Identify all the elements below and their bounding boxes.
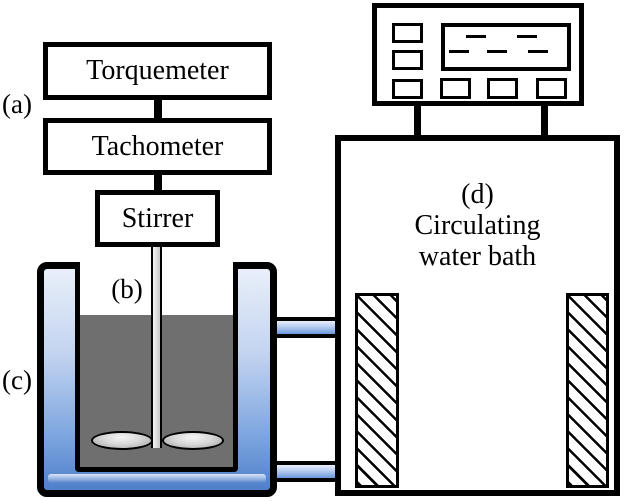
label-c: (c) (2, 365, 32, 395)
jacket-water-highlight (48, 474, 266, 483)
heating-element-left-icon (355, 293, 399, 488)
water-bath-name-line2: water bath (418, 241, 537, 272)
tachometer-label: Tachometer (91, 130, 224, 162)
circulation-pipe-top (273, 317, 340, 338)
label-d: (d) (461, 179, 494, 210)
controller-display (441, 23, 571, 71)
controller-button[interactable] (392, 50, 423, 70)
stirrer-box: Stirrer (95, 190, 220, 247)
controller-button[interactable] (392, 23, 423, 43)
controller-button[interactable] (440, 78, 471, 99)
connector-torquemeter-tachometer (154, 98, 162, 120)
circulation-pipe-bottom (273, 461, 340, 482)
controller-button[interactable] (392, 79, 423, 99)
impeller-blade-right-icon (162, 431, 224, 450)
tachometer-box: Tachometer (43, 118, 272, 175)
impeller-blade-left-icon (91, 431, 153, 450)
controller-leg-right (541, 106, 548, 137)
heating-element-right-icon (566, 293, 609, 488)
display-dash (528, 50, 548, 53)
stirrer-shaft (151, 245, 162, 448)
controller-leg-left (414, 106, 421, 137)
water-bath-caption: (d) Circulating water bath (341, 179, 614, 272)
display-dash (449, 50, 469, 53)
stirrer-label: Stirrer (121, 202, 194, 234)
label-b: (b) (111, 274, 143, 304)
torquemeter-box: Torquemeter (43, 42, 272, 100)
circulating-water-bath: (d) Circulating water bath (335, 135, 620, 496)
water-bath-name-line1: Circulating (414, 210, 541, 241)
torquemeter-label: Torquemeter (86, 55, 229, 86)
controller-button[interactable] (487, 78, 518, 99)
display-dash (487, 50, 507, 53)
label-a: (a) (2, 89, 32, 119)
temperature-controller-panel (372, 3, 584, 106)
connector-tachometer-stirrer (154, 173, 162, 192)
display-dash (466, 35, 486, 38)
display-dash (517, 35, 537, 38)
controller-button[interactable] (536, 78, 567, 99)
